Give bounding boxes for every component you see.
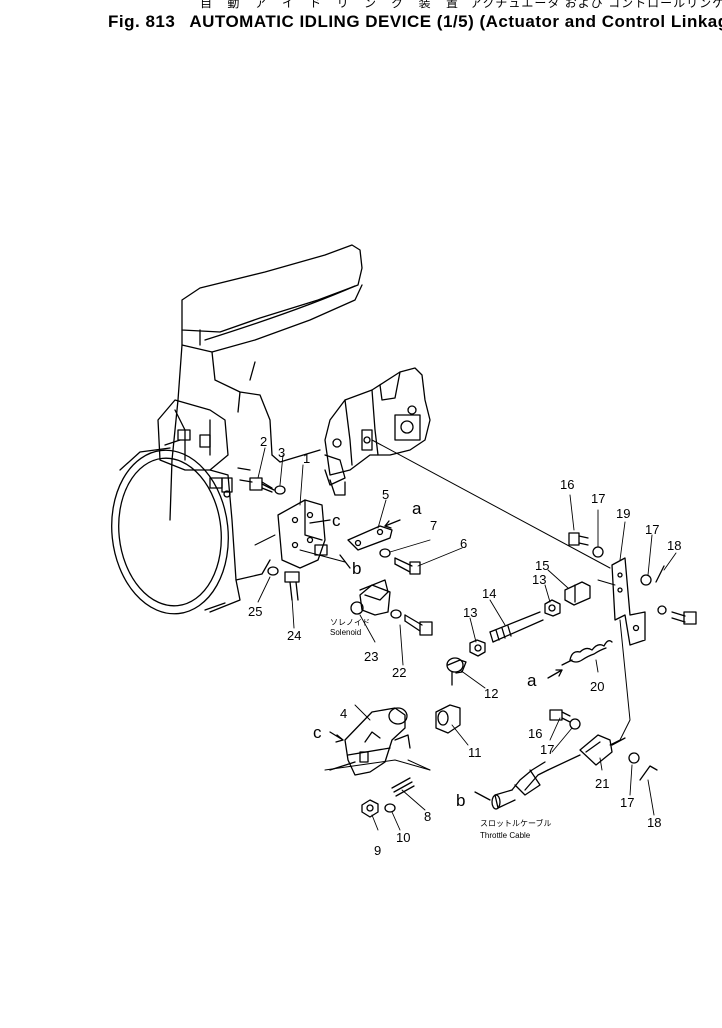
part-19-lever xyxy=(611,557,646,646)
callout-10: 10 xyxy=(396,830,410,845)
callout-1: 1 xyxy=(303,451,310,466)
part-18-cotter-pin-a xyxy=(655,565,665,583)
leader-lines xyxy=(257,447,677,831)
part-21-cable-end xyxy=(579,734,613,766)
callout-numbers: 1 2 3 4 5 6 7 8 9 10 11 12 13 13 14 15 1… xyxy=(248,434,681,858)
part-16-pin-lower xyxy=(549,709,571,723)
part-24-bolt xyxy=(284,571,300,601)
part-17-washer-a xyxy=(592,546,604,558)
callout-24: 24 xyxy=(287,628,301,643)
callout-12: 12 xyxy=(484,686,498,701)
throttle-cable-label: Throttle Cable xyxy=(480,831,531,840)
part-13-nut xyxy=(469,639,486,657)
callout-7: 7 xyxy=(430,518,437,533)
part-pin-right xyxy=(671,611,697,625)
throttle-cable xyxy=(491,737,626,810)
part-2-bolt xyxy=(249,477,275,493)
callout-22: 22 xyxy=(392,665,406,680)
callout-17-a: 17 xyxy=(591,491,605,506)
part-11-block xyxy=(435,704,461,734)
part-12-ball-joint xyxy=(446,657,467,686)
injection-pump xyxy=(324,367,431,496)
ref-letter-b-lower: b xyxy=(456,791,465,810)
japanese-subtitle: アクチュエータ および コントロールリンケージ xyxy=(470,0,722,10)
ref-letter-a-lower: a xyxy=(527,671,537,690)
part-3-washer xyxy=(274,485,286,495)
reference-arrows xyxy=(309,519,563,801)
callout-9: 9 xyxy=(374,843,381,858)
part-23-washer xyxy=(390,609,402,619)
callout-4: 4 xyxy=(340,706,347,721)
ref-letter-c-lower: c xyxy=(313,723,322,742)
part-17-washer-b xyxy=(640,574,652,586)
part-10-washer xyxy=(384,803,396,813)
callout-25: 25 xyxy=(248,604,262,619)
callout-18-b: 18 xyxy=(647,815,661,830)
callout-19: 19 xyxy=(616,506,630,521)
ref-letter-c-upper: c xyxy=(332,511,341,530)
throttle-cable-label-jp: スロットルケーブル xyxy=(480,818,552,828)
part-1-bracket xyxy=(277,499,328,569)
part-16-pin-upper xyxy=(568,532,589,546)
callout-17-d: 17 xyxy=(620,795,634,810)
callout-3: 3 xyxy=(278,445,285,460)
callout-16-lower: 16 xyxy=(528,726,542,741)
callout-13-lower: 13 xyxy=(463,605,477,620)
callout-13-upper: 13 xyxy=(532,572,546,587)
callout-20: 20 xyxy=(590,679,604,694)
part-6-bolt xyxy=(394,557,421,575)
part-25-washer xyxy=(267,566,279,576)
linkage-lines xyxy=(254,439,631,771)
ref-letter-a-upper: a xyxy=(412,499,422,518)
engine-block xyxy=(111,244,363,615)
part-18-cotter-pin-b xyxy=(639,765,658,781)
part-14-rod xyxy=(489,611,544,643)
part-17-washer-e xyxy=(657,605,667,615)
part-20-spring xyxy=(561,640,613,666)
part-22-bolt xyxy=(404,614,433,636)
callout-5: 5 xyxy=(382,487,389,502)
callout-11: 11 xyxy=(468,745,482,760)
callout-2: 2 xyxy=(260,434,267,449)
solenoid-label-jp: ソレノイド xyxy=(330,618,370,627)
part-4-actuator xyxy=(329,707,411,776)
part-8-spring xyxy=(391,777,415,797)
figure-title: Fig. 813 AUTOMATIC IDLING DEVICE (1/5) (A… xyxy=(108,12,722,32)
part-13-nut-upper xyxy=(544,599,561,617)
callout-23: 23 xyxy=(364,649,378,664)
callout-18-a: 18 xyxy=(667,538,681,553)
solenoid-assembly xyxy=(350,579,391,616)
japanese-title: 自 動 ア イ ド リ ン グ 装 置 xyxy=(200,0,465,10)
callout-8: 8 xyxy=(424,809,431,824)
callout-15: 15 xyxy=(535,558,549,573)
part-17-washer-c xyxy=(569,718,581,730)
figure-number: Fig. 813 xyxy=(108,12,176,31)
part-5-plate xyxy=(347,525,393,551)
callout-6: 6 xyxy=(460,536,467,551)
callout-14: 14 xyxy=(482,586,496,601)
solenoid-label: Solenoid xyxy=(330,628,361,637)
part-9-nut xyxy=(361,799,379,818)
figure-main-title: AUTOMATIC IDLING DEVICE (1/5) (Actuator … xyxy=(189,12,722,31)
callout-17-c: 17 xyxy=(540,742,554,757)
callout-16-upper: 16 xyxy=(560,477,574,492)
part-7-washer xyxy=(379,548,391,558)
ref-letter-b-upper: b xyxy=(352,559,361,578)
callout-21: 21 xyxy=(595,776,609,791)
callout-17-b: 17 xyxy=(645,522,659,537)
part-15-clevis xyxy=(564,581,591,606)
part-17-washer-d xyxy=(628,752,640,764)
